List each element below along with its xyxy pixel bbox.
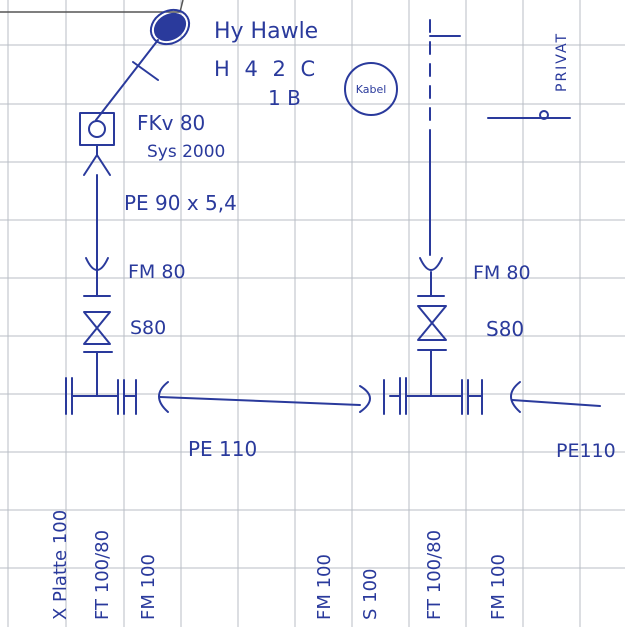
main-pipe xyxy=(65,377,601,415)
main-pipe-right-label: PE110 xyxy=(556,440,616,462)
hydrant-symbol xyxy=(95,8,191,121)
hydrant-title: Hy Hawle xyxy=(214,19,318,44)
system-label: Sys 2000 xyxy=(147,142,225,162)
kabel-stamp: Kabel xyxy=(344,62,398,116)
private-line xyxy=(429,19,571,256)
bottom-label-fm-right: FM 100 xyxy=(488,554,509,620)
right-fm-symbol xyxy=(417,257,445,297)
left-fm-symbol xyxy=(83,251,111,297)
private-label: PRIVAT xyxy=(554,32,570,92)
fkv-label: FKv 80 xyxy=(137,111,205,135)
right-fm-label: FM 80 xyxy=(473,262,531,284)
right-valve-symbol xyxy=(417,305,447,396)
left-fm-label: FM 80 xyxy=(128,261,186,283)
bottom-label-ft-right: FT 100/80 xyxy=(424,530,445,620)
right-valve-label: S80 xyxy=(486,317,524,341)
bottom-label-ft-left: FT 100/80 xyxy=(92,530,113,620)
hydrant-code-suffix: 1 B xyxy=(268,86,301,110)
bottom-label-s: S 100 xyxy=(360,568,381,620)
main-pipe-left-label: PE 110 xyxy=(188,437,257,461)
left-valve-label: S80 xyxy=(130,317,166,339)
left-pipe-label: PE 90 x 5,4 xyxy=(124,191,237,215)
svg-text:Kabel: Kabel xyxy=(356,83,387,96)
paper-edge xyxy=(0,0,184,13)
bottom-label-end-plate: X Platte 100 xyxy=(50,510,71,620)
fkv-fitting-symbol xyxy=(79,112,115,176)
left-valve-symbol xyxy=(83,311,113,396)
hydrant-code: H 4 2 C xyxy=(214,57,319,81)
bottom-label-fm-middle: FM 100 xyxy=(314,554,335,620)
bottom-fitting-labels: X Platte 100 FT 100/80 FM 100 FM 100 S 1… xyxy=(50,510,509,620)
bottom-label-fm-left: FM 100 xyxy=(138,554,159,620)
